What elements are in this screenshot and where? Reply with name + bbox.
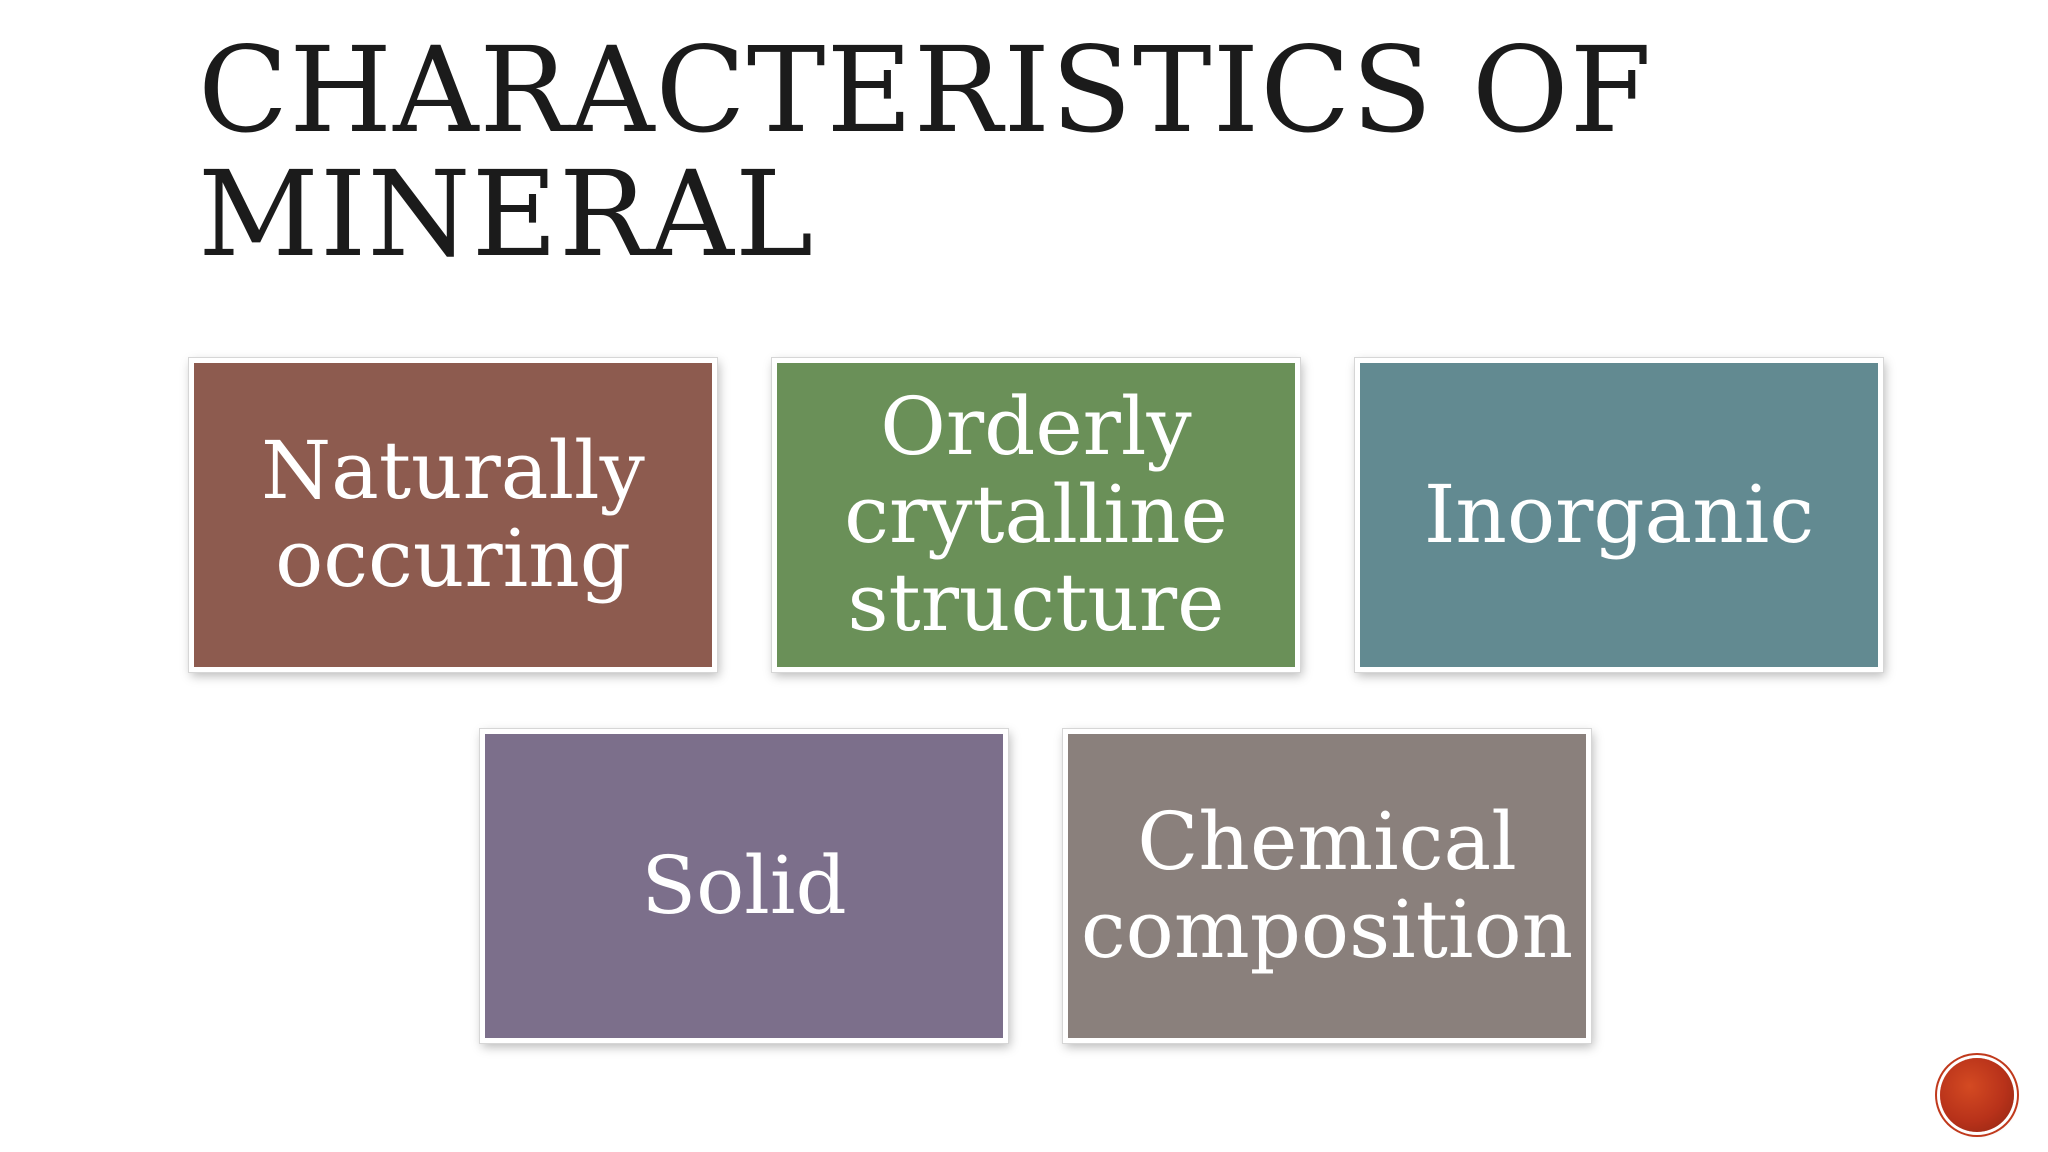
box-label-line: structure <box>847 556 1225 649</box>
title-line-2: MINERAL <box>198 145 815 283</box>
box-label: Orderly crytalline structure <box>820 383 1252 647</box>
box-orderly-crystalline-structure: Orderly crytalline structure <box>772 358 1300 672</box>
box-label-line: Chemical <box>1137 795 1517 888</box>
box-label: Chemical composition <box>1057 798 1597 974</box>
box-label-line: composition <box>1080 883 1574 976</box>
box-label: Inorganic <box>1400 471 1838 559</box>
box-label-line: Inorganic <box>1423 468 1815 561</box>
box-label: Naturally occuring <box>237 427 669 603</box>
corner-badge-icon <box>1940 1058 2014 1132</box>
box-label: Solid <box>617 842 870 930</box>
box-inorganic: Inorganic <box>1355 358 1883 672</box>
slide-title: CHARACTERISTICS OF MINERAL <box>198 28 1698 276</box>
box-label-line: Orderly <box>880 380 1192 473</box>
box-label-line: Solid <box>641 839 847 932</box>
title-line-1: CHARACTERISTICS OF <box>198 21 1653 159</box>
box-label-line: occuring <box>275 512 631 605</box>
box-solid: Solid <box>480 729 1008 1043</box>
box-label-line: crytalline <box>844 468 1228 561</box>
box-label-line: Naturally <box>261 424 645 517</box>
box-naturally-occurring: Naturally occuring <box>189 358 717 672</box>
box-chemical-composition: Chemical composition <box>1063 729 1591 1043</box>
